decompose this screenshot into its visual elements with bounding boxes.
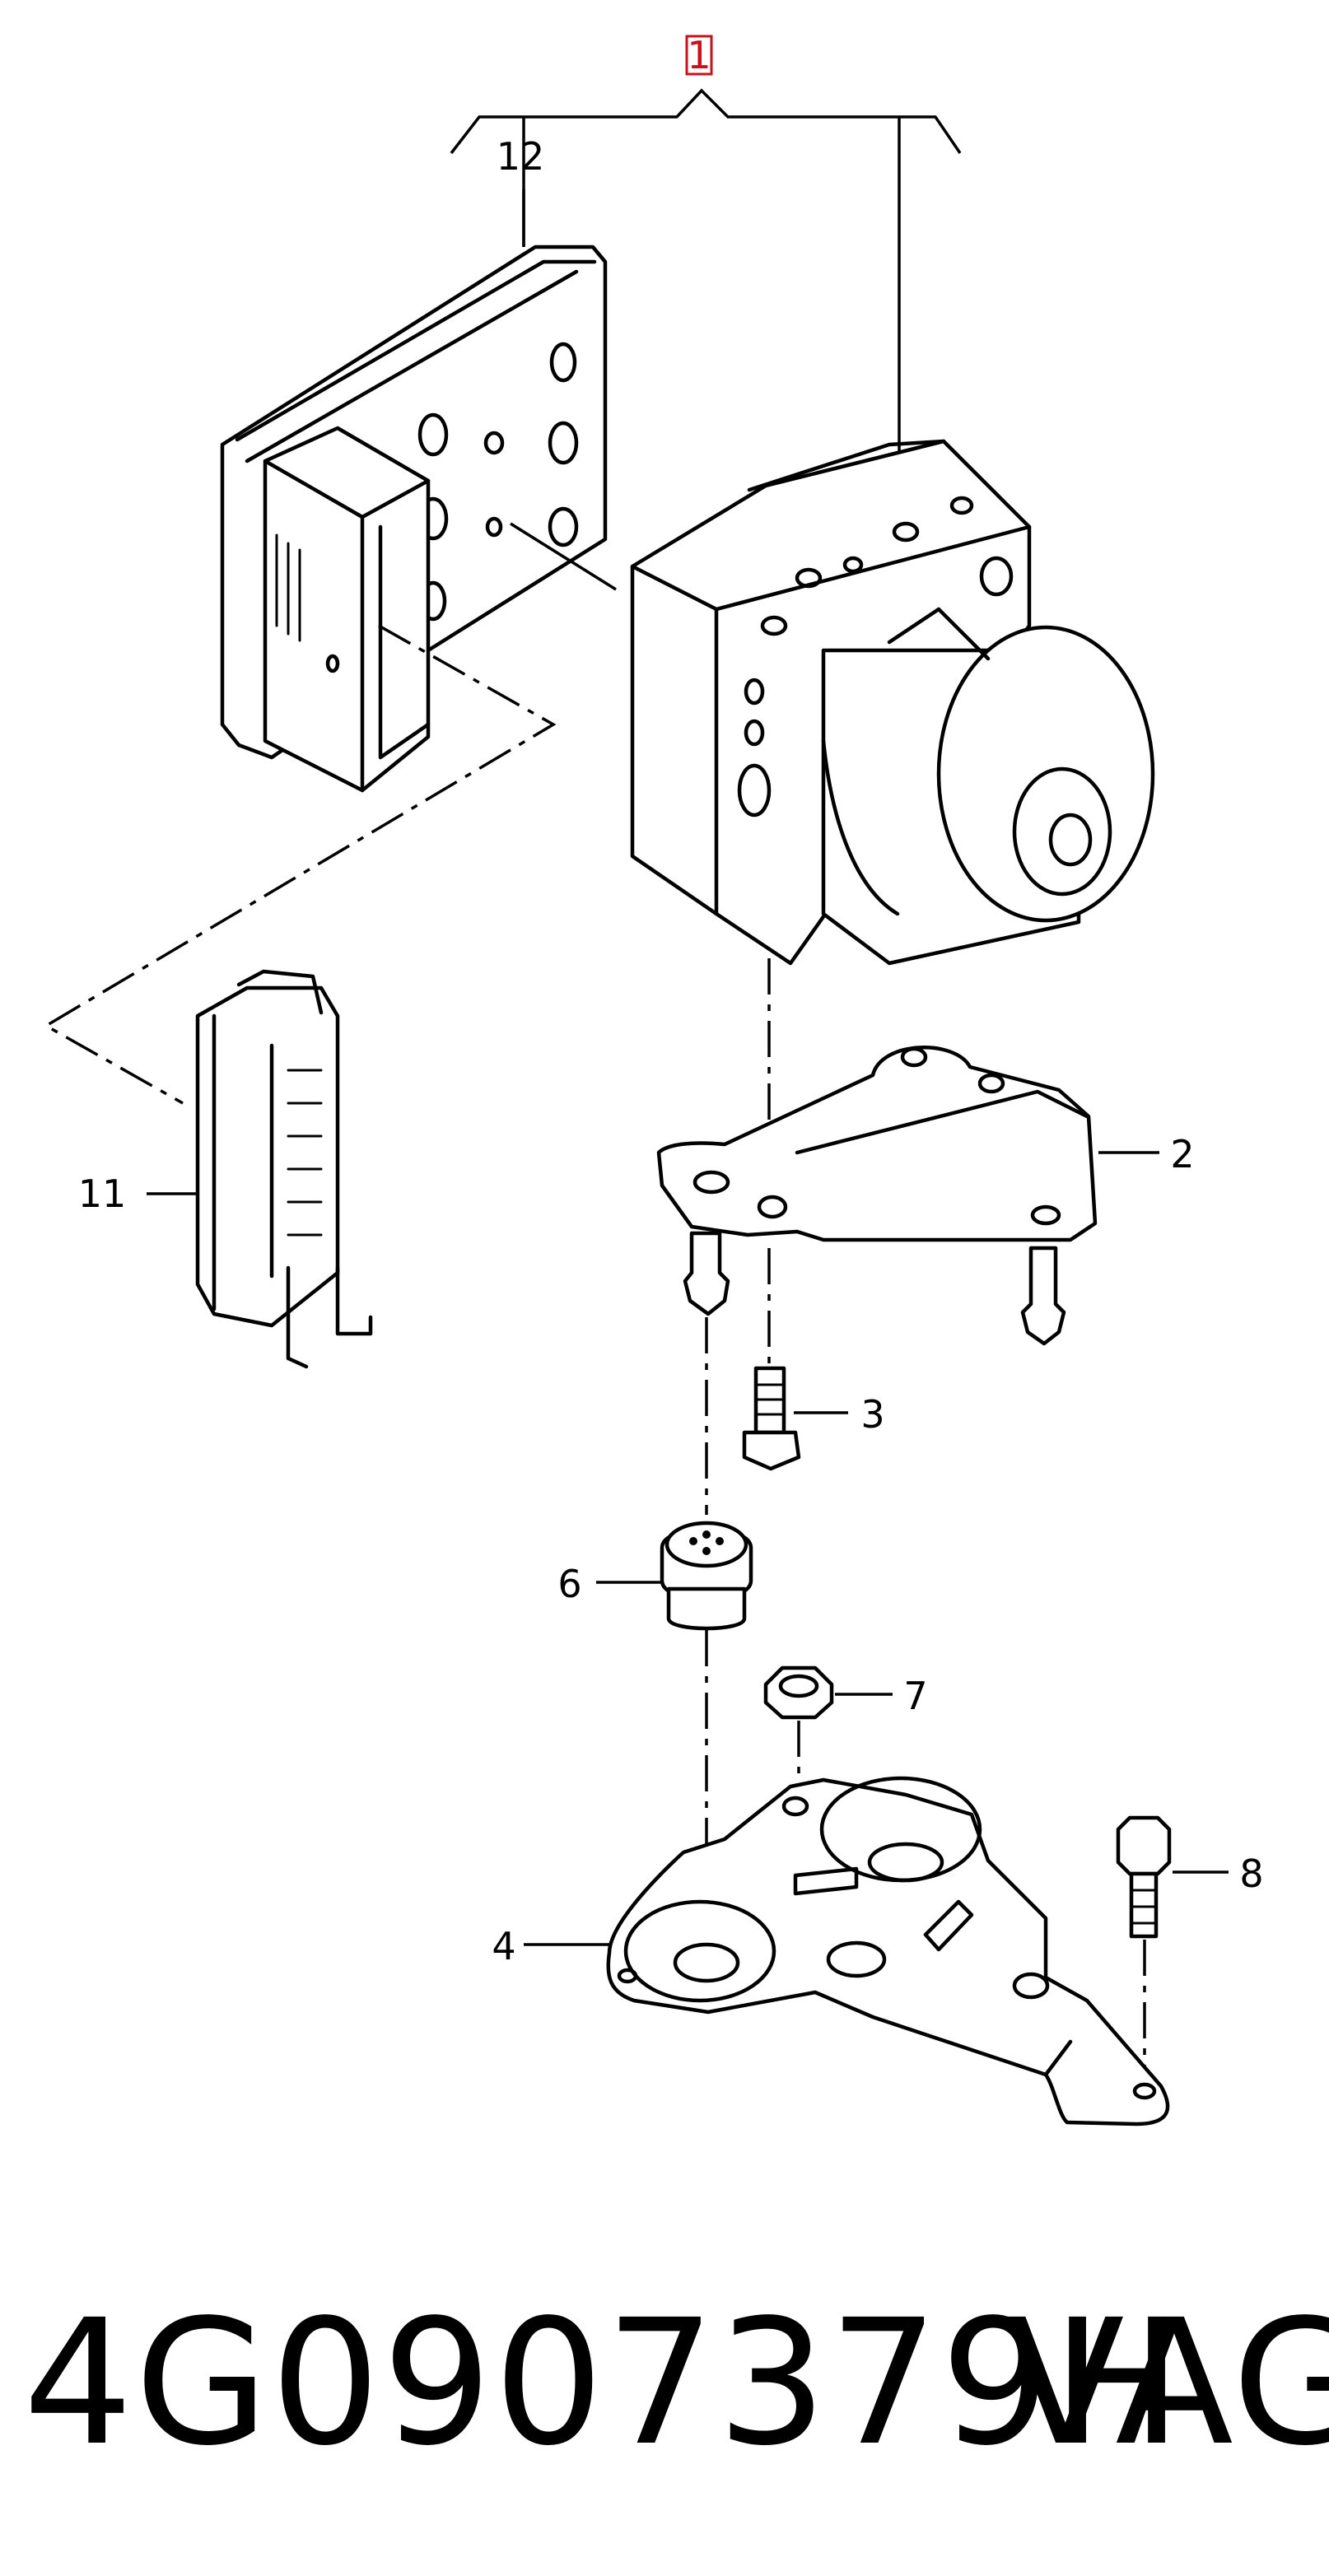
bracket-part-4[interactable] [606,1776,1170,2126]
callout-3-label: 3 [860,1392,884,1437]
bracket-part-2[interactable] [656,1046,1098,1346]
leader-3: 3 [794,1392,885,1437]
leader-module-to-pump [510,522,617,591]
leader-11: 11 [78,1172,196,1216]
nut-part-7[interactable] [763,1665,834,1720]
abs-hydraulic-unit[interactable] [630,439,1155,966]
callout-1[interactable]: 1 [685,33,713,77]
callout-8-label: 8 [1239,1852,1263,1896]
callout-12-label: 12 [497,134,545,179]
leader-12: 12 [497,134,545,247]
callout-7-label: 7 [903,1674,927,1718]
brand-text: VAG [1006,2282,1329,2484]
leader-4: 4 [492,1924,609,1968]
grommet-part-6[interactable] [660,1521,753,1631]
connector-part-11[interactable] [195,969,373,1369]
leader-6: 6 [557,1562,660,1606]
callout-2-label: 2 [1170,1132,1194,1176]
callout-1-label: 1 [687,33,711,77]
leader-8: 8 [1173,1852,1264,1896]
callout-11-label: 11 [78,1172,127,1216]
part-number-text: 4G0907379H [23,2282,1184,2484]
bolt-part-8[interactable] [1116,1815,1172,1939]
leader-7: 7 [835,1674,928,1718]
bolt-part-3[interactable] [742,1366,801,1471]
callout-6-label: 6 [557,1562,581,1606]
control-module-part-12[interactable] [220,245,608,793]
callout-4-label: 4 [492,1924,515,1968]
leader-2: 2 [1098,1132,1195,1176]
